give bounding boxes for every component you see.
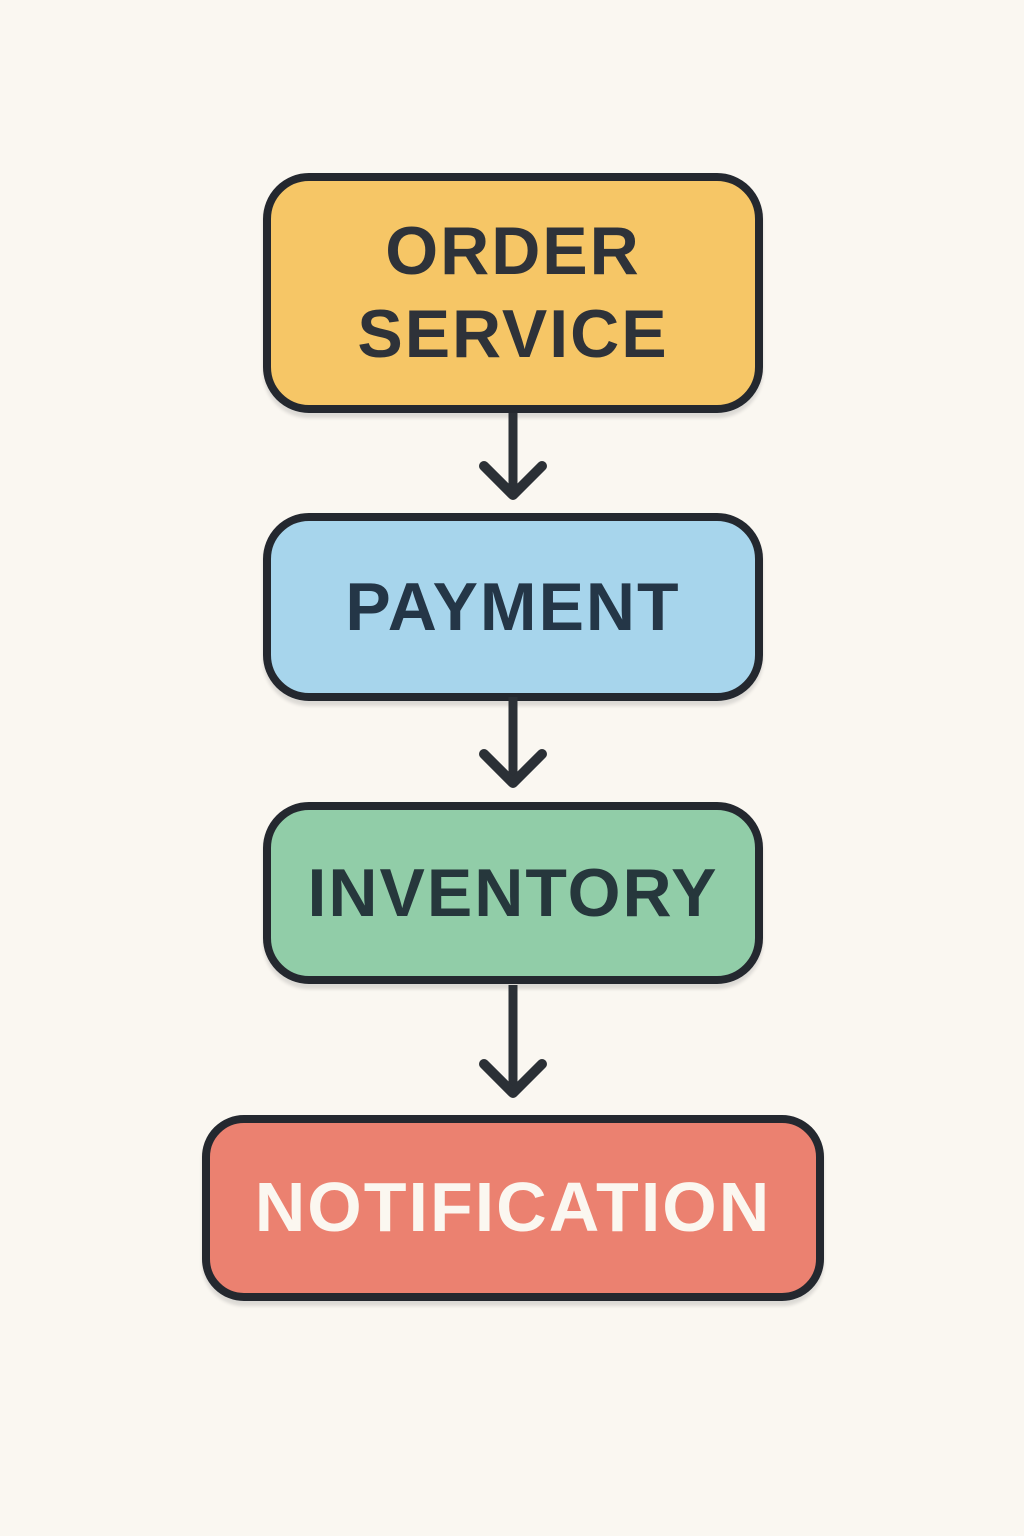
node-payment-label: PAYMENT: [345, 568, 681, 645]
node-order-service: ORDER SERVICE: [263, 173, 763, 413]
edge-arrow-inventory-to-notification: [453, 985, 573, 1107]
node-notification: NOTIFICATION: [202, 1115, 824, 1301]
arrow-down-icon: [479, 985, 547, 1098]
node-payment: PAYMENT: [263, 513, 763, 701]
node-notification-label: NOTIFICATION: [254, 1168, 772, 1247]
arrow-down-icon: [479, 413, 547, 500]
node-inventory: INVENTORY: [263, 802, 763, 984]
arrow-down-icon: [479, 697, 547, 788]
node-inventory-label: INVENTORY: [307, 854, 719, 931]
edge-arrow-payment-to-inventory: [453, 697, 573, 797]
edge-arrow-order-to-payment: [453, 413, 573, 509]
node-order-service-label: ORDER SERVICE: [357, 213, 669, 372]
